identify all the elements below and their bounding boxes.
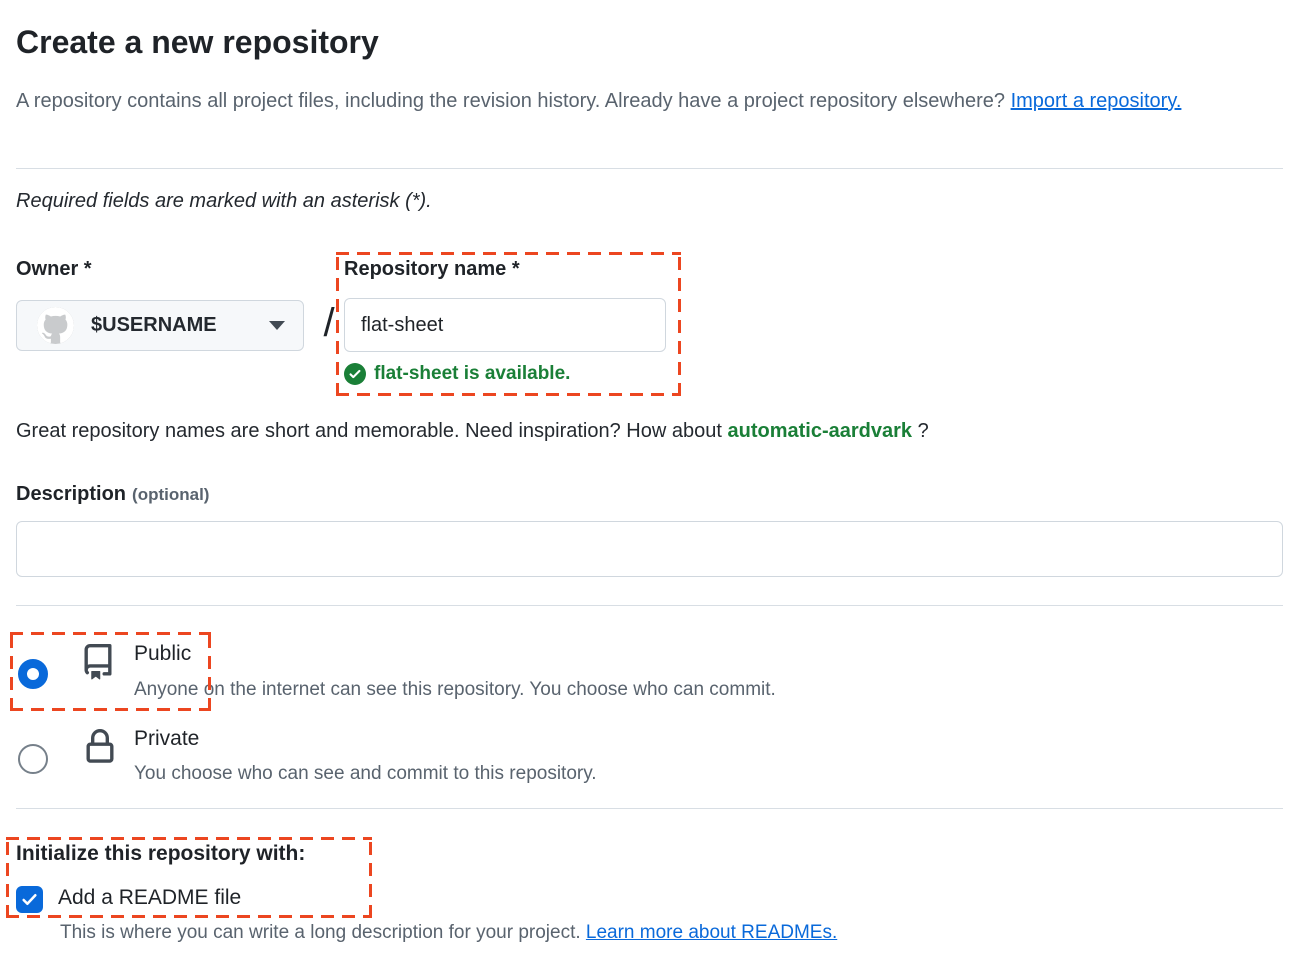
readme-helper-text: This is where you can write a long descr… xyxy=(60,922,838,943)
name-suggestion: Great repository names are short and mem… xyxy=(16,420,929,443)
import-repository-link[interactable]: Import a repository. xyxy=(1010,90,1182,112)
initialize-heading: Initialize this repository with: xyxy=(16,842,306,865)
owner-repo-separator: / xyxy=(323,301,335,345)
repository-name-label: Repository name * xyxy=(344,258,520,280)
private-radio[interactable] xyxy=(18,744,48,774)
intro-paragraph: A repository contains all project files,… xyxy=(16,82,1206,120)
repository-name-input[interactable] xyxy=(344,298,666,352)
suggestion-text-after: ? xyxy=(912,420,929,442)
intro-text: A repository contains all project files,… xyxy=(16,90,1006,112)
check-icon xyxy=(22,893,37,906)
description-input[interactable] xyxy=(16,521,1283,577)
public-option-label[interactable]: Public xyxy=(134,642,192,665)
learn-more-readmes-link[interactable]: Learn more about READMEs. xyxy=(585,922,838,943)
suggestion-text-before: Great repository names are short and mem… xyxy=(16,420,728,442)
public-radio[interactable] xyxy=(18,659,48,689)
public-option-description: Anyone on the internet can see this repo… xyxy=(134,679,776,700)
check-circle-icon xyxy=(344,363,366,385)
repo-book-icon xyxy=(80,644,116,680)
suggested-name-link[interactable]: automatic-aardvark xyxy=(727,420,913,442)
chevron-down-icon xyxy=(269,321,285,330)
private-option-description: You choose who can see and commit to thi… xyxy=(134,763,597,784)
readme-checkbox-label[interactable]: Add a README file xyxy=(58,886,242,909)
description-optional-hint: (optional) xyxy=(132,485,210,504)
owner-select-button[interactable]: $USERNAME xyxy=(16,300,304,351)
divider xyxy=(16,605,1283,606)
owner-avatar xyxy=(37,307,74,344)
owner-label: Owner * xyxy=(16,258,92,280)
description-label: Description(optional) xyxy=(16,483,210,505)
private-option-label[interactable]: Private xyxy=(134,727,200,750)
availability-message: flat-sheet is available. xyxy=(344,363,570,385)
owner-selected-value: $USERNAME xyxy=(91,314,217,336)
availability-text: flat-sheet is available. xyxy=(374,363,571,384)
lock-icon xyxy=(82,729,118,765)
required-fields-note: Required fields are marked with an aster… xyxy=(16,190,432,212)
divider xyxy=(16,168,1283,169)
page-title: Create a new repository xyxy=(16,24,379,60)
divider xyxy=(16,808,1283,809)
readme-checkbox[interactable] xyxy=(16,886,43,913)
